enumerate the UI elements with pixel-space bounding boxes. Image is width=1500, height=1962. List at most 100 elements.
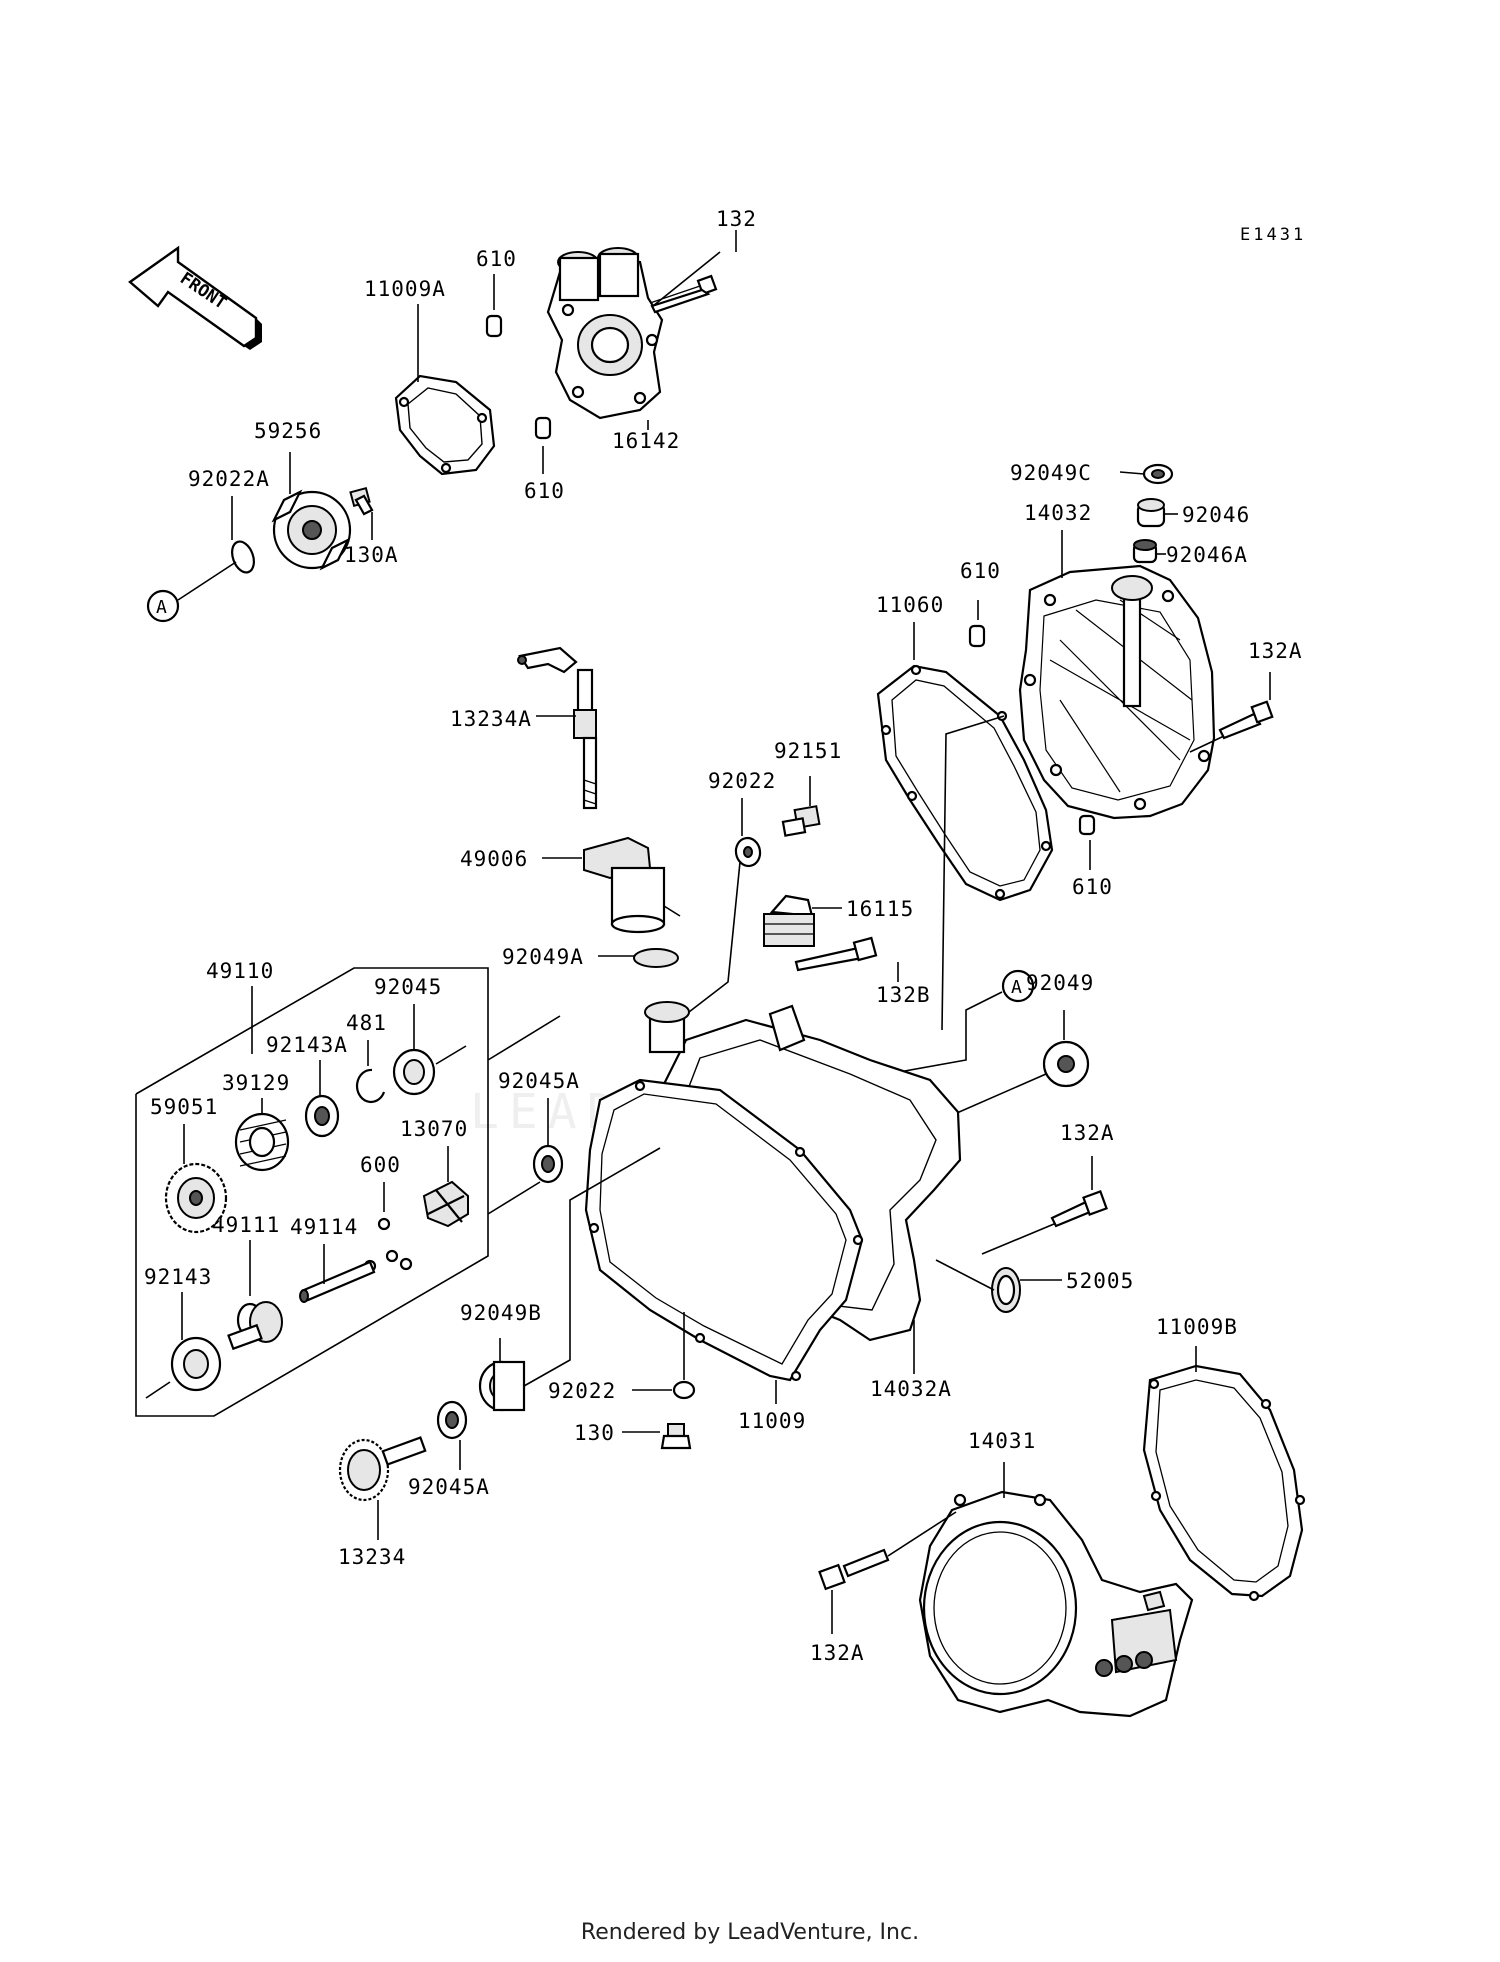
ref-marker-a-right: A xyxy=(1001,969,1035,1003)
gasket-11009 xyxy=(584,1078,864,1382)
label-11009A: 11009A xyxy=(364,277,446,301)
washer-92143A xyxy=(304,1094,340,1138)
svg-text:A: A xyxy=(1011,977,1022,998)
circlip-481 xyxy=(355,1068,386,1104)
label-92143A: 92143A xyxy=(266,1033,348,1057)
label-132B: 132B xyxy=(876,983,931,1007)
label-132A-top: 132A xyxy=(1248,639,1303,663)
label-92151: 92151 xyxy=(774,739,842,763)
bearing-92045 xyxy=(392,1048,436,1096)
label-49110: 49110 xyxy=(206,959,274,983)
bolt-132B xyxy=(794,936,878,972)
bolt-132 xyxy=(649,274,718,314)
assembly-frame-49110 xyxy=(135,967,489,1417)
label-13234A: 13234A xyxy=(450,707,532,731)
label-59256: 59256 xyxy=(254,419,322,443)
label-13070: 13070 xyxy=(400,1117,468,1141)
bolt-130A xyxy=(349,486,374,516)
label-52005: 52005 xyxy=(1066,1269,1134,1293)
bevel-gear-59051 xyxy=(164,1162,228,1234)
label-92049: 92049 xyxy=(1026,971,1094,995)
label-92049C: 92049C xyxy=(1010,461,1092,485)
water-pump-cover xyxy=(546,247,664,420)
label-59051: 59051 xyxy=(150,1095,218,1119)
collar-92046A xyxy=(1132,539,1158,564)
dowel-pin-610-mid xyxy=(534,416,552,440)
diagram-code: E1431 xyxy=(1240,225,1306,245)
label-49006: 49006 xyxy=(460,847,528,871)
label-610-low: 610 xyxy=(1072,875,1113,899)
label-92045: 92045 xyxy=(374,975,442,999)
seal-92045A-low xyxy=(436,1400,468,1440)
collar-92046 xyxy=(1136,498,1166,528)
bearing-92049B xyxy=(478,1360,526,1412)
plug-52005 xyxy=(991,1267,1021,1313)
label-600: 600 xyxy=(360,1153,401,1177)
label-92045A-mid: 92045A xyxy=(498,1069,580,1093)
washer-92049A xyxy=(633,948,679,968)
seal-92045A-mid xyxy=(532,1144,564,1184)
label-92046A: 92046A xyxy=(1166,543,1248,567)
label-92022-top: 92022 xyxy=(708,769,776,793)
dowel-pin-610-top xyxy=(485,314,503,338)
label-16115: 16115 xyxy=(846,897,914,921)
footer-credit: Rendered by LeadVenture, Inc. xyxy=(580,1920,920,1945)
label-92046: 92046 xyxy=(1182,503,1250,527)
balls-600 xyxy=(363,1217,413,1273)
label-39129: 39129 xyxy=(222,1071,290,1095)
label-49111: 49111 xyxy=(212,1213,280,1237)
ref-marker-a-left: A xyxy=(146,589,180,623)
label-14031: 14031 xyxy=(968,1429,1036,1453)
generator-cover-14031 xyxy=(918,1490,1194,1718)
seal-92049 xyxy=(1042,1040,1090,1088)
gasket-11009A xyxy=(394,374,496,476)
shaft-13234A xyxy=(517,646,598,810)
label-49114: 49114 xyxy=(290,1215,358,1239)
label-92049B: 92049B xyxy=(460,1301,542,1325)
label-14032A: 14032A xyxy=(870,1377,952,1401)
label-132A-mid: 132A xyxy=(1060,1121,1115,1145)
label-92045A-low: 92045A xyxy=(408,1475,490,1499)
label-92022A: 92022A xyxy=(188,467,270,491)
label-132A-low: 132A xyxy=(810,1641,865,1665)
seal-92143 xyxy=(170,1336,222,1392)
label-130: 130 xyxy=(574,1421,615,1445)
front-arrow-icon: FRONT xyxy=(128,245,262,350)
label-610-mid: 610 xyxy=(524,479,565,503)
bolt-92151 xyxy=(781,805,821,837)
impeller-59256 xyxy=(271,489,352,571)
label-11009: 11009 xyxy=(738,1409,806,1433)
part-49006 xyxy=(583,836,681,934)
gear-13234 xyxy=(338,1436,427,1502)
clutch-cover-14032 xyxy=(1018,564,1216,820)
impeller-13070 xyxy=(422,1180,469,1228)
bolt-132A-low xyxy=(818,1548,890,1591)
washer-92022-top xyxy=(734,836,762,868)
svg-text:A: A xyxy=(156,597,167,618)
bolt-132A-top xyxy=(1218,700,1274,740)
label-13234: 13234 xyxy=(338,1545,406,1569)
label-130A: 130A xyxy=(344,543,399,567)
label-11009B: 11009B xyxy=(1156,1315,1238,1339)
label-92143: 92143 xyxy=(144,1265,212,1289)
shaft-49114 xyxy=(299,1260,376,1303)
label-11060: 11060 xyxy=(876,593,944,617)
label-481: 481 xyxy=(346,1011,387,1035)
spring-39129 xyxy=(234,1112,290,1172)
shaft-49111 xyxy=(227,1301,283,1351)
label-92049A: 92049A xyxy=(502,945,584,969)
bolt-130 xyxy=(660,1423,692,1450)
washer-92022-low xyxy=(672,1380,696,1400)
dowel-pin-610-right xyxy=(968,624,986,648)
label-14032: 14032 xyxy=(1024,501,1092,525)
gasket-11060 xyxy=(876,664,1054,902)
label-92022-low: 92022 xyxy=(548,1379,616,1403)
plug-16115 xyxy=(763,894,815,947)
washer-92049C xyxy=(1142,463,1174,485)
bolt-132A-mid xyxy=(1050,1190,1108,1228)
label-610-right: 610 xyxy=(960,559,1001,583)
dowel-pin-610-low xyxy=(1078,814,1096,836)
label-610-top: 610 xyxy=(476,247,517,271)
washer-92022A xyxy=(231,540,255,574)
